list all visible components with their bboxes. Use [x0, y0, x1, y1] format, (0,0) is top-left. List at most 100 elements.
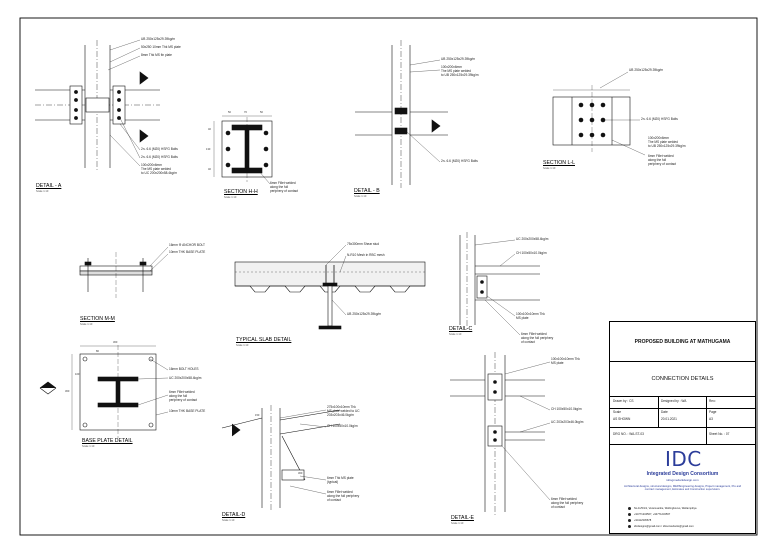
ll-note-7: along the full: [648, 158, 667, 162]
contact-email: idcdesigns@gmail.com / idcsonsultants@gm…: [634, 525, 694, 528]
detail-d-note-2: MS plate welded to UC: [327, 409, 360, 413]
detail-a-title: DETAIL - A: [36, 183, 62, 189]
section-hh-title: SECTION H-H: [224, 189, 258, 195]
base-dim-4: 300: [65, 390, 70, 393]
detail-a-note-4: 2n- 6.6 (M20) HSFG Bolts: [141, 147, 178, 151]
detail-b-scale: Scale 1:10: [354, 195, 367, 198]
typical-slab-drawing: [234, 244, 426, 330]
company-website: idcsgmedarkdesign.com: [666, 478, 699, 482]
detail-e-note-3: CH 100x50x10.0kg/m: [551, 407, 582, 411]
drawing-number: DRG NO. : WA-ST-03: [613, 432, 644, 436]
slab-note-3: UB 250x125x29.39kg/m: [347, 312, 382, 316]
detail-b-note-3: The MS plate welded: [441, 69, 471, 73]
detail-a-note-8: to UC 200x200x58.4kg/m: [141, 171, 177, 175]
base-plate-drawing: [39, 345, 169, 438]
detail-d-note-1: 275x100x10mm Thk: [327, 405, 356, 409]
detail-b-note-5: 2n- 6.6 (M20) HSFG Bolts: [441, 159, 478, 163]
detail-e-note-7: of contact: [551, 505, 565, 509]
hh-dim-6: 40: [208, 168, 211, 171]
detail-d-title: DETAIL-D: [222, 512, 246, 518]
detail-c-scale: Scale 1:10: [449, 333, 462, 336]
section-ll-drawing: [552, 71, 646, 156]
company-description: Architectural designs, structural design…: [623, 485, 742, 492]
ll-note-1: UB 250x125x29.39kg/m: [629, 68, 664, 72]
detail-c-note-6: along the full periphery: [521, 336, 554, 340]
page-value: A3: [709, 417, 713, 421]
hh-dim-3: 50: [260, 111, 263, 114]
detail-c-title: DETAIL-C: [449, 326, 473, 332]
base-dim-3: 100: [75, 373, 80, 376]
detail-b-drawing: [355, 40, 448, 188]
detail-d-note-4: CH 100x50x10.0kg/m: [327, 424, 358, 428]
detail-a-scale: Scale 1:10: [36, 190, 49, 193]
detail-d-note-6: (typical): [327, 480, 339, 484]
detail-b-note-2: 100x200x6mm: [441, 65, 462, 69]
detail-b-title: DETAIL - B: [354, 188, 380, 194]
scale-value: AS SHOWN: [613, 417, 631, 421]
detail-d-note-3: 203x203x46.0kg/m: [327, 413, 354, 417]
detail-a-note-3: 8mm Thk MS fin plate: [141, 53, 172, 57]
base-dim-2: 80: [96, 350, 99, 353]
date-value: 20.01.2021: [661, 417, 677, 421]
base-note-3: 6mm Fillet welded: [169, 390, 195, 394]
hh-note-1: 6mm Fillet welded: [270, 181, 296, 185]
company-logo-area: IDC Integrated Design Consortium idcsgme…: [610, 445, 755, 533]
d-dim-2: 300: [298, 472, 303, 475]
hh-note-3: periphery of contact: [270, 189, 298, 193]
base-note-5: periphery of contact: [169, 398, 197, 402]
contact-phone: +94112345678: [634, 519, 652, 522]
detail-b-note-4: to UB 250x125x29.39kg/m: [441, 73, 479, 77]
email-icon: [628, 525, 631, 528]
drawn-by: Drawn by : CS: [613, 399, 634, 403]
detail-e-note-5: 6mm Fillet welded: [551, 497, 577, 501]
mm-note-1: 16mm Φ ANCHOR BOLT: [169, 243, 205, 247]
ll-note-6: 6mm Fillet welded: [648, 154, 674, 158]
slab-note-1: 75x300mm Shear stud: [347, 242, 380, 246]
hh-dim-5: 130: [206, 148, 211, 151]
base-plate-scale: Scale 1:10: [82, 445, 95, 448]
hh-dim-4: 40: [208, 128, 211, 131]
detail-e-note-6: along the full periphery: [551, 501, 584, 505]
sheet-number: Sheet No. : 07: [709, 432, 730, 436]
hh-dim-1: 50: [228, 111, 231, 114]
slab-scale: Scale 1:10: [236, 344, 249, 347]
phone-icon: [628, 513, 631, 516]
detail-e-note-1: 100x100x10mm Thk: [551, 357, 580, 361]
project-title: PROPOSED BUILDING AT MATHUGAMA: [610, 322, 755, 362]
detail-d-note-5: 6mm Thk MS plate: [327, 476, 354, 480]
base-note-4: along the full: [169, 394, 188, 398]
detail-c-note-3: 100x100x10mm Thk: [516, 312, 545, 316]
base-note-6: 10mm THK BASE PLATE: [169, 409, 206, 413]
base-note-1: 16mm BOLT HOLES: [169, 367, 199, 371]
base-note-2: UC 200x200x58.4kg/m: [169, 376, 202, 380]
detail-e-scale: Scale 1:10: [451, 522, 464, 525]
ll-note-8: periphery of contact: [648, 162, 676, 166]
company-name: Integrated Design Consortium: [646, 471, 719, 477]
title-block: PROPOSED BUILDING AT MATHUGAMA CONNECTIO…: [609, 321, 756, 534]
title-block-fields: Drawn by : CS Designed by : WA Rev.: Sca…: [610, 397, 755, 445]
ll-note-2: 2n- 6.6 (M20) HSFG Bolts: [641, 117, 678, 121]
detail-c-note-7: of contact: [521, 340, 535, 344]
detail-c-note-5: 6mm Fillet welded: [521, 332, 547, 336]
location-icon: [628, 507, 631, 510]
detail-d-drawing: [221, 405, 341, 512]
detail-a-drawing: [35, 39, 160, 172]
hh-note-2: along the full: [270, 185, 289, 189]
detail-d-note-7: 6mm Fillet welded: [327, 490, 353, 494]
section-hh-drawing: [213, 115, 273, 185]
detail-e-drawing: [450, 352, 551, 516]
rev-label: Rev.:: [709, 399, 717, 403]
ll-note-3: 100x200x6mm: [648, 136, 669, 140]
detail-d-note-9: of contact: [327, 498, 341, 502]
section-mm-drawing: [79, 246, 169, 298]
section-ll-scale: Scale 1:10: [543, 167, 556, 170]
base-dim-1: 300: [113, 341, 118, 344]
mm-note-2: 10mm THK BASE PLATE: [169, 250, 206, 254]
section-ll-title: SECTION L-L: [543, 160, 575, 166]
hh-dim-2: 70: [244, 111, 247, 114]
detail-b-note-1: UB 250x125x29.39kg/m: [441, 57, 476, 61]
detail-c-note-1: UC 200x200x58.4kg/m: [516, 237, 549, 241]
phone-icon: [628, 519, 631, 522]
date-label: Date: [661, 410, 668, 414]
